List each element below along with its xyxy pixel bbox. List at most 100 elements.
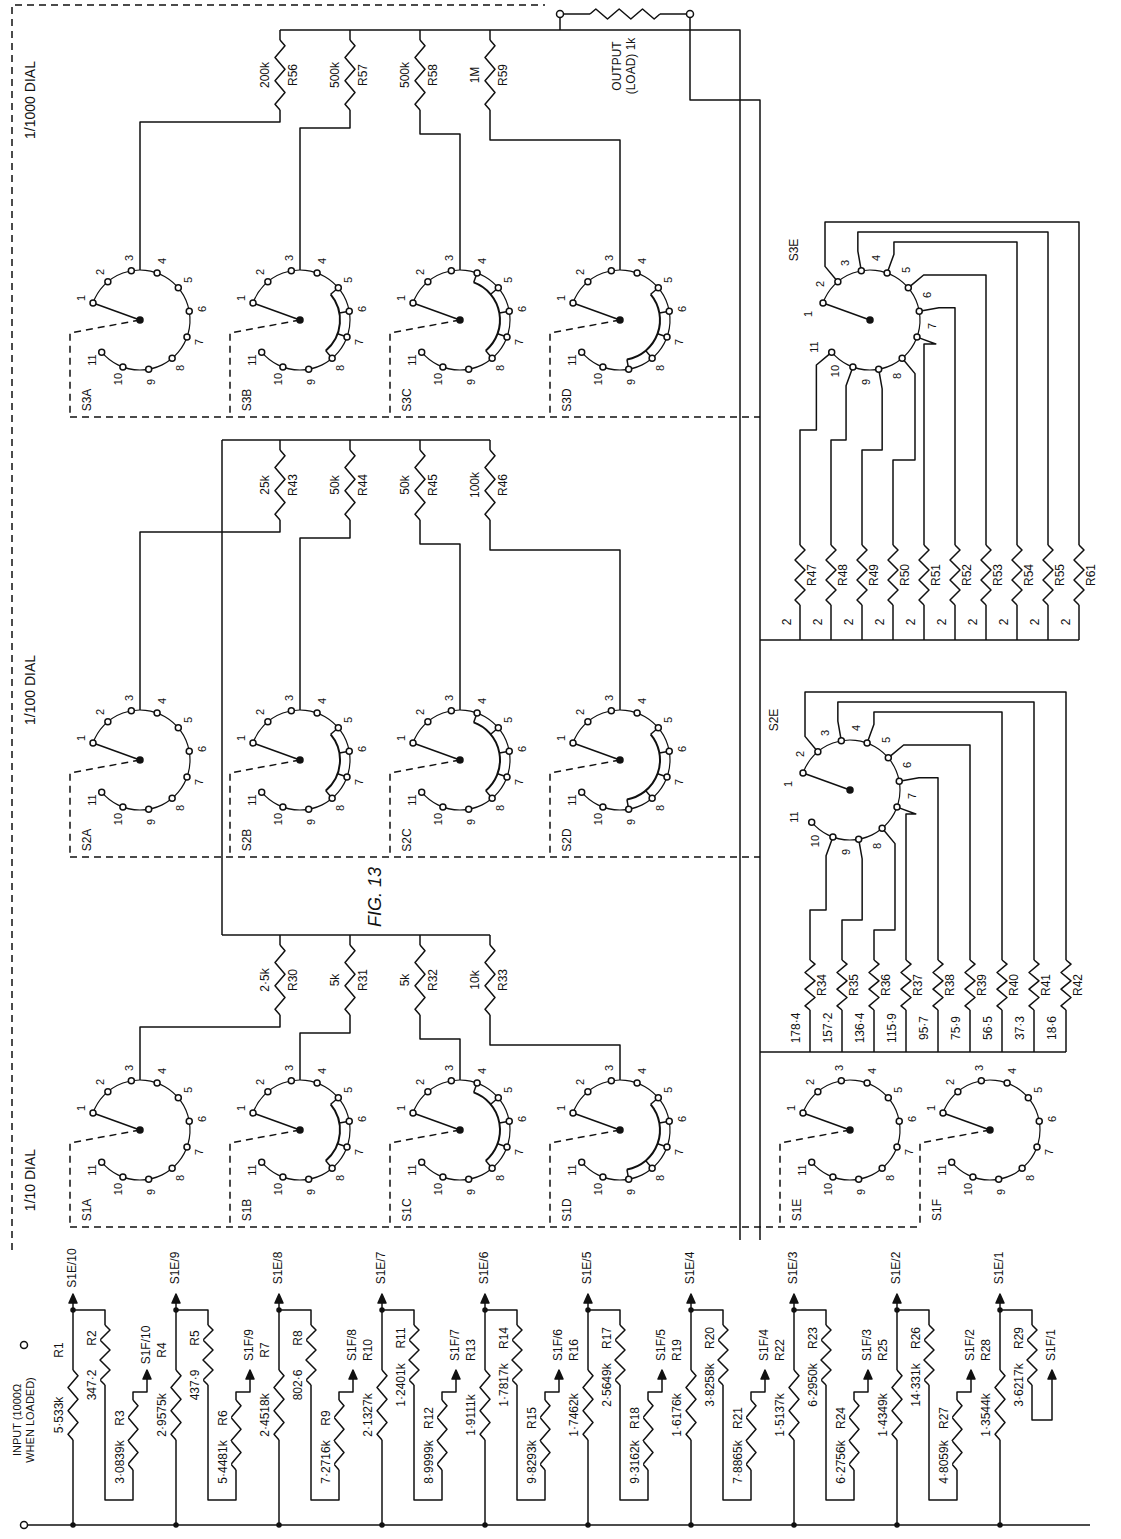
resistor-value: 1·9111k (465, 1394, 479, 1436)
resistor-value: 25k (259, 475, 273, 494)
contact-number: 7 (193, 1148, 206, 1154)
switch-pivot (867, 317, 873, 323)
figure-caption: FIG. 13 (365, 867, 386, 927)
contact-number: 8 (654, 365, 667, 371)
switch-contact (335, 285, 341, 291)
wire (279, 30, 281, 40)
switch-contact (186, 308, 192, 314)
switch-contact (186, 1118, 192, 1124)
switch-contact (585, 1089, 591, 1095)
contact-number: 8 (871, 843, 884, 849)
contact-number: 9 (145, 379, 158, 385)
contact-number: 3 (123, 255, 136, 261)
resistor-name: R23 (807, 1327, 821, 1349)
arrow-head (893, 1294, 901, 1303)
arrow-head (584, 1294, 592, 1303)
resistor-value: 9·3162k (629, 1440, 643, 1483)
contact-number: 3 (443, 1065, 456, 1071)
contact-number: 8 (334, 1175, 347, 1181)
contact-number: 10 (829, 365, 842, 377)
contact-number: 2 (573, 269, 586, 275)
switch-contact (820, 300, 826, 306)
resistor-symbol (540, 1400, 550, 1470)
switch-contact (90, 1110, 96, 1116)
contact-number: 11 (808, 341, 821, 352)
wire (349, 935, 351, 945)
switch-contact (489, 355, 495, 361)
contact-number: 7 (673, 1148, 686, 1154)
contact-number: 5 (1032, 1086, 1045, 1092)
contact-number: 10 (272, 373, 285, 385)
switch-contact (128, 268, 134, 274)
contact-number: 10 (809, 835, 822, 847)
contact-number: 3 (283, 1065, 296, 1071)
contact-number: 5 (892, 1086, 905, 1092)
resistor-symbol (100, 1325, 110, 1385)
resistor-name: R22 (774, 1339, 788, 1361)
wire (381, 1440, 383, 1525)
wire (300, 110, 350, 270)
resistor-value: 1·5137k (774, 1393, 788, 1436)
resistor-name: R34 (816, 974, 830, 996)
switch-contact (879, 825, 885, 831)
contact-number: 9 (145, 819, 158, 825)
wire (419, 440, 421, 450)
wire (420, 110, 460, 270)
wire (854, 1379, 868, 1400)
contact-number: 1 (394, 735, 407, 741)
switch-contact (489, 1165, 495, 1171)
bridge-tap (474, 716, 476, 723)
switch-contact (154, 1080, 160, 1086)
resistor-value: 2 (843, 619, 857, 626)
contact-number: 5 (182, 1086, 195, 1092)
contact-number: 11 (405, 795, 418, 806)
wire (985, 605, 987, 640)
wire (957, 1379, 971, 1400)
contact-number: 7 (513, 1148, 526, 1154)
contact-number: 2 (794, 750, 807, 756)
wire (905, 1010, 907, 1052)
resistor-name: R39 (976, 974, 990, 996)
contact-number: 9 (625, 379, 638, 385)
contact-number: 3 (603, 1065, 616, 1071)
contact-number: 7 (353, 338, 366, 344)
wire (690, 18, 760, 1241)
switch-contact (838, 1078, 844, 1084)
contact-number: 1 (802, 310, 815, 316)
resistor-symbol (997, 960, 1007, 1010)
wire (896, 1303, 898, 1370)
contact-number: 11 (405, 1165, 418, 1176)
contact-number: 6 (920, 292, 933, 298)
resistor-value: 6·2756k (835, 1440, 849, 1483)
linkage-line (70, 1130, 140, 1227)
contact-number: 3 (123, 1065, 136, 1071)
resistor-symbol (1012, 545, 1022, 605)
switch-contact (314, 270, 320, 276)
terminal (21, 1342, 28, 1349)
contact-number: 6 (676, 1116, 689, 1122)
switch-position: S1F/4 (758, 1329, 772, 1361)
wafer-ring (573, 710, 670, 810)
wire (858, 232, 1048, 545)
resistor-value: 3·6217k (1013, 1363, 1027, 1406)
contact-number: 8 (174, 365, 187, 371)
dial-label: 1/100 DIAL (22, 655, 38, 725)
contact-number: 10 (432, 1183, 445, 1195)
switch-contact (579, 349, 585, 355)
switch-contact (169, 355, 175, 361)
contact-number: 6 (196, 306, 209, 312)
wire (954, 605, 956, 640)
wire (587, 1440, 589, 1525)
resistor-value: 2·4518k (259, 1393, 273, 1436)
resistor-value: 8·9999k (423, 1440, 437, 1483)
switch-contact (856, 836, 862, 842)
contact-number: 8 (174, 1175, 187, 1181)
bridge-tap (627, 1169, 628, 1176)
wiring (12, 5, 1090, 1529)
wire (861, 605, 863, 640)
bridge-tap (326, 351, 330, 356)
wafer-bridge (474, 722, 500, 790)
resistor-symbol (583, 1370, 593, 1440)
arrow-head (452, 1370, 460, 1379)
resistor-value: 14·331k (910, 1363, 924, 1406)
